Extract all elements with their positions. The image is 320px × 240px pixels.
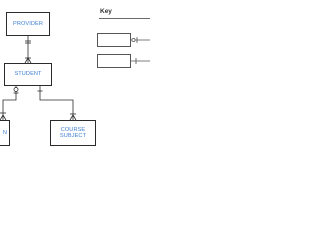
partial-crowfoot-left bbox=[0, 114, 4, 121]
provider-entity[interactable]: PROVIDER bbox=[6, 12, 50, 36]
partial-entity[interactable]: N bbox=[0, 120, 10, 146]
course-crowfoot-right bbox=[72, 114, 77, 121]
student-crowfoot-left bbox=[24, 57, 29, 64]
course-crowfoot-left bbox=[69, 114, 74, 121]
key-symbol-box-1 bbox=[97, 33, 131, 47]
key-divider bbox=[99, 18, 150, 19]
student-crowfoot-right bbox=[27, 57, 32, 64]
student-course-line bbox=[39, 86, 74, 120]
student-label: STUDENT bbox=[14, 71, 42, 78]
partial-crowfoot-right bbox=[2, 114, 7, 121]
course-subject-label: COURSE SUBJECT bbox=[59, 126, 87, 139]
er-diagram-canvas: PROVIDER STUDENT COURSE SUBJECT N Key bbox=[0, 0, 150, 150]
key-title: Key bbox=[100, 8, 112, 15]
student-partial-optional-circle bbox=[13, 87, 19, 92]
provider-label: PROVIDER bbox=[12, 20, 44, 27]
relationship-lines bbox=[0, 36, 150, 121]
student-partial-line bbox=[2, 86, 17, 120]
partial-entity-label: N bbox=[2, 129, 7, 136]
key-symbol-box-2 bbox=[97, 54, 131, 68]
student-entity[interactable]: STUDENT bbox=[4, 63, 52, 86]
course-subject-entity[interactable]: COURSE SUBJECT bbox=[50, 120, 96, 146]
key-line-1-circle bbox=[131, 38, 136, 42]
